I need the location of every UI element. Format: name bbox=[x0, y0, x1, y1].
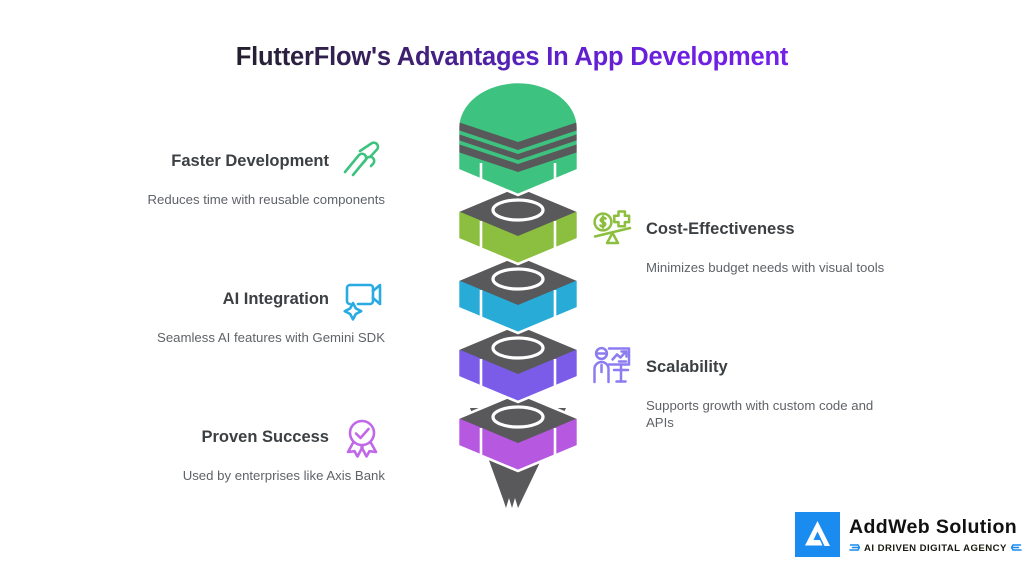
video-camera-sparkle-icon bbox=[339, 276, 385, 322]
swoosh-right-icon bbox=[1010, 539, 1022, 557]
feature-title: Cost-Effectiveness bbox=[646, 219, 795, 238]
hex-nut-olive bbox=[456, 184, 580, 266]
feature-header: Faster Development bbox=[95, 138, 385, 184]
hex-nut-magenta bbox=[456, 391, 580, 473]
bolt-head-green bbox=[456, 80, 580, 197]
balance-scale-dollar-icon bbox=[590, 206, 636, 252]
addweb-solution-logo: AddWeb Solution AI DRIVEN DIGITAL AGENCY bbox=[795, 512, 1022, 562]
logo-text: AddWeb Solution AI DRIVEN DIGITAL AGENCY bbox=[849, 515, 1022, 557]
logo-mark-icon bbox=[795, 512, 840, 562]
hex-nut-violet bbox=[456, 322, 580, 404]
hex-nut-blue bbox=[456, 253, 580, 335]
feature-title: Scalability bbox=[646, 357, 728, 376]
feature-title: Faster Development bbox=[171, 151, 329, 170]
page-title: FlutterFlow's Advantages In App Developm… bbox=[0, 43, 1024, 72]
logo-tagline-row: AI DRIVEN DIGITAL AGENCY bbox=[849, 539, 1022, 557]
feature-title: AI Integration bbox=[222, 289, 329, 308]
feature-header: Proven Success bbox=[95, 414, 385, 460]
swoosh-left-icon bbox=[849, 539, 861, 557]
feature-title: Proven Success bbox=[201, 427, 330, 446]
stacked-hex-nut-bolt-illustration bbox=[438, 78, 598, 528]
feature-header: Cost-Effectiveness bbox=[590, 206, 880, 252]
feature-description: Reduces time with reusable components bbox=[147, 192, 386, 207]
feature-description: Used by enterprises like Axis Bank bbox=[182, 468, 385, 483]
feature-header: Scalability bbox=[590, 344, 880, 390]
feature-proven-success: Proven Success Used by enterprises like … bbox=[95, 414, 385, 484]
feature-header: AI Integration bbox=[95, 276, 385, 322]
logo-company-name: AddWeb Solution bbox=[849, 515, 1018, 538]
award-badge-check-icon bbox=[339, 414, 385, 460]
feature-description: Supports growth with custom code and API… bbox=[646, 398, 874, 431]
feature-description: Minimizes budget needs with visual tools bbox=[646, 260, 885, 275]
feature-faster-development: Faster Development Reduces time with reu… bbox=[95, 138, 385, 208]
feature-scalability: Scalability Supports growth with custom … bbox=[590, 344, 880, 432]
presenter-growth-chart-icon bbox=[590, 344, 636, 390]
speed-lines-icon bbox=[339, 138, 385, 184]
feature-ai-integration: AI Integration Seamless AI features with… bbox=[95, 276, 385, 346]
feature-description: Seamless AI features with Gemini SDK bbox=[157, 330, 385, 345]
feature-cost-effectiveness: Cost-Effectiveness Minimizes budget need… bbox=[590, 206, 884, 276]
logo-tagline-text: AI DRIVEN DIGITAL AGENCY bbox=[864, 542, 1007, 554]
